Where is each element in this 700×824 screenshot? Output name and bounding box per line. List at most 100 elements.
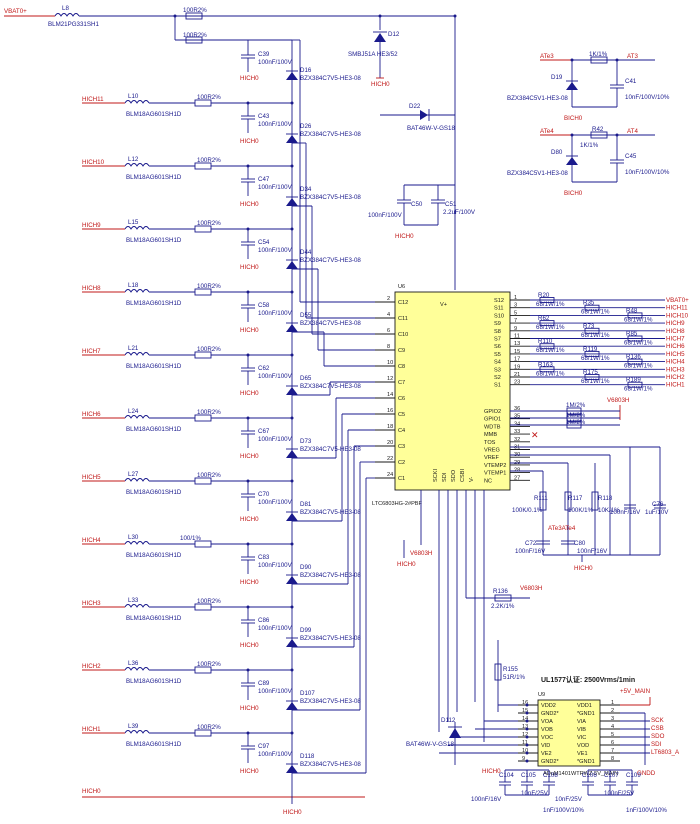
balance-resistor — [584, 374, 600, 380]
ic-pin-name: NC — [484, 478, 492, 484]
temp-in-net: ATe4 — [540, 128, 554, 135]
iso-cap-ref: C105 — [521, 772, 536, 779]
balance-resistor-val: 68/1W/1% — [624, 363, 653, 370]
zener-part: BZX384C7V5-HE3-08 — [300, 509, 361, 516]
balance-net-label: HICH9 — [666, 320, 685, 327]
iso-cap-val: 10nF/25V — [521, 790, 549, 797]
ic-pin-num: 4 — [387, 312, 390, 318]
balance-resistor — [627, 335, 643, 342]
input-net-label: VBAT0+ — [4, 8, 27, 15]
series-resistor-val: 100R2% — [197, 409, 221, 416]
balance-resistor — [539, 343, 555, 350]
iso-pin-num: 12 — [522, 732, 528, 738]
ferrite-part: BLM18AG601SH1D — [126, 678, 182, 685]
top-cell-filter: C39 100nF/100V HICH0 D16 BZX384C7V5-HE3-… — [240, 40, 361, 82]
balance-resistor-ref: R35 — [583, 300, 595, 307]
zener-ref: D107 — [300, 690, 315, 697]
iso-pin-name: VIB — [577, 727, 586, 733]
temp-gnd: BICH0 — [564, 190, 583, 197]
balance-resistor-ref: R73 — [583, 323, 595, 330]
top-res1 — [185, 12, 203, 20]
ic-pin-num: 27 — [514, 475, 520, 481]
ic-pin-num: 22 — [387, 456, 393, 462]
balance-resistor-ref: R175 — [583, 369, 598, 376]
ic-pin-num: 24 — [387, 472, 393, 478]
iso-pin-name: *GND1 — [577, 759, 595, 765]
zener-ref: D99 — [300, 627, 312, 634]
ic-pin-name: S9 — [494, 321, 501, 327]
zener-ref: D90 — [300, 564, 312, 571]
ic-part: LTC6803HG-2#PBF — [372, 501, 423, 507]
zener-diode-icon — [286, 198, 298, 206]
d12-gnd: HICH0 — [371, 81, 390, 88]
zener-ref: D73 — [300, 438, 312, 445]
ic-pin-num: 34 — [514, 421, 520, 427]
filter-cap-gnd: HICH0 — [240, 453, 259, 460]
balance-resistor-ref: R20 — [538, 292, 550, 299]
r118-ref: R118 — [598, 495, 613, 502]
ic-pin-name: VTEMP2 — [484, 463, 506, 469]
temp-zener-icon — [566, 157, 578, 165]
ic-pin-num: 1 — [514, 295, 517, 301]
nc-mark-icon: ✕ — [531, 430, 539, 440]
ferrite-ref: L15 — [128, 219, 139, 226]
series-resistor-val: 100R2% — [197, 661, 221, 668]
ferrite-part: BLM18AG601SH1D — [126, 741, 182, 748]
c76-ref: C76 — [652, 501, 664, 508]
balance-resistor-val: 68/1W/1% — [536, 370, 565, 377]
zener-diode-icon — [286, 765, 298, 773]
ferrite-icon — [124, 226, 150, 230]
ic-pin-name: C9 — [398, 348, 405, 354]
filter-cap-gnd: HICH0 — [240, 705, 259, 712]
filter-cap-gnd: HICH0 — [240, 138, 259, 145]
ic-pin-name: S7 — [494, 337, 501, 343]
ic-pin-num: 17 — [514, 357, 520, 363]
balance-resistor-val: 68/1W/1% — [536, 301, 565, 308]
temp-in-net: ATe3 — [540, 53, 554, 60]
ic-pin-num: 12 — [387, 376, 393, 382]
ferrite-part: BLM18AG601SH1D — [126, 552, 182, 559]
ic-pin-num: 33 — [514, 429, 520, 435]
ic-u6: U6 V+ LTC6803HG-2#PBF 2C124C116C108C910C… — [292, 39, 530, 774]
d112-part: BAT46W-V-GS18 — [406, 741, 454, 748]
r136-ref: R136 — [493, 588, 508, 595]
zener-ref: D118 — [300, 753, 315, 760]
d16-ref: D16 — [300, 67, 312, 74]
iso-pin-name: VOC — [541, 735, 553, 741]
balance-resistor-val: 68/1W/1% — [624, 386, 653, 393]
ferrite-icon — [124, 541, 150, 545]
ferrite-part: BLM18AG601SH1D — [126, 615, 182, 622]
iso-pin-num: 9 — [522, 756, 525, 762]
zener-part: BZX384C7V5-HE3-08 — [300, 446, 361, 453]
ic-pin-name: S3 — [494, 367, 501, 373]
ic-pin-num: 11 — [514, 334, 520, 340]
bulk-gnd: HICH0 — [395, 233, 414, 240]
bottom-gnd: HICH0 — [283, 809, 302, 816]
iso-pin-num: 3 — [611, 716, 614, 722]
c72-ref: C72 — [525, 540, 537, 547]
zener-ref: D65 — [300, 375, 312, 382]
v6803-label: V6803H — [607, 397, 629, 404]
zener-ref: D26 — [300, 123, 312, 130]
ferrite-ref: L30 — [128, 534, 139, 541]
temp-resistor-tol: 1K/1% — [580, 142, 599, 149]
iso-gnd-left: HICH0 — [482, 768, 501, 775]
c50-ref: C50 — [411, 201, 423, 208]
filter-cap-val: 100nF/100V — [258, 562, 293, 569]
filter-cap-val: 100nF/100V — [258, 751, 293, 758]
ic-pin-name: SCKI — [433, 468, 439, 482]
ferrite-part: BLM18AG601SH1D — [126, 237, 182, 244]
balance-resistor-val: 68/1W/1% — [581, 309, 610, 316]
r136-net: V6803H — [520, 585, 542, 592]
channel-net-label: HICH9 — [82, 222, 101, 229]
temp-resistor-val: 1K/1% — [589, 51, 608, 58]
balance-net-label: HICH3 — [666, 366, 685, 373]
